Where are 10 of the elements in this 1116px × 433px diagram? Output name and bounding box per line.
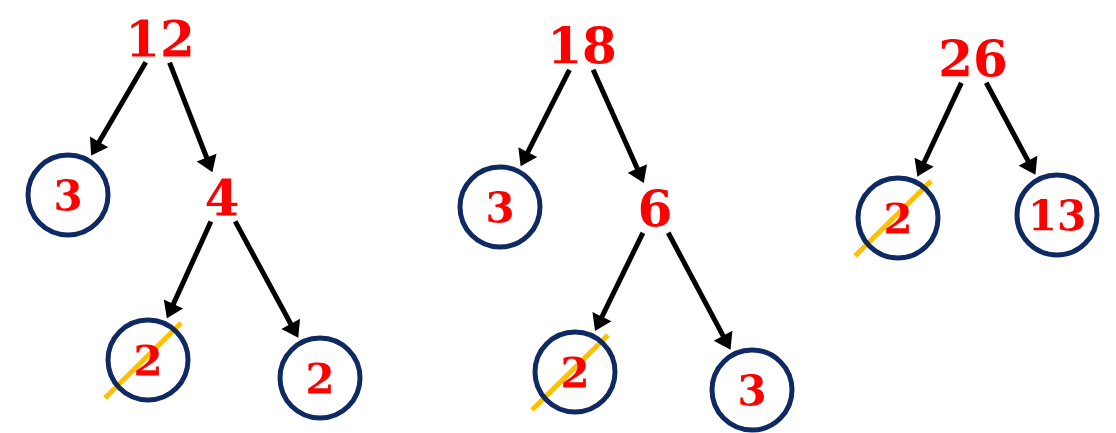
number: 12 bbox=[131, 19, 191, 57]
number: 26 bbox=[941, 39, 1006, 77]
number: 6 bbox=[640, 189, 670, 227]
number: 18 bbox=[553, 26, 615, 64]
circled-number: 2 bbox=[277, 335, 363, 421]
circled-number: 3 bbox=[457, 164, 543, 250]
circled-number: 3 bbox=[25, 152, 111, 238]
circled-number: 13 bbox=[1014, 172, 1100, 258]
number: 4 bbox=[206, 178, 238, 216]
circled-number: 3 bbox=[709, 347, 795, 433]
